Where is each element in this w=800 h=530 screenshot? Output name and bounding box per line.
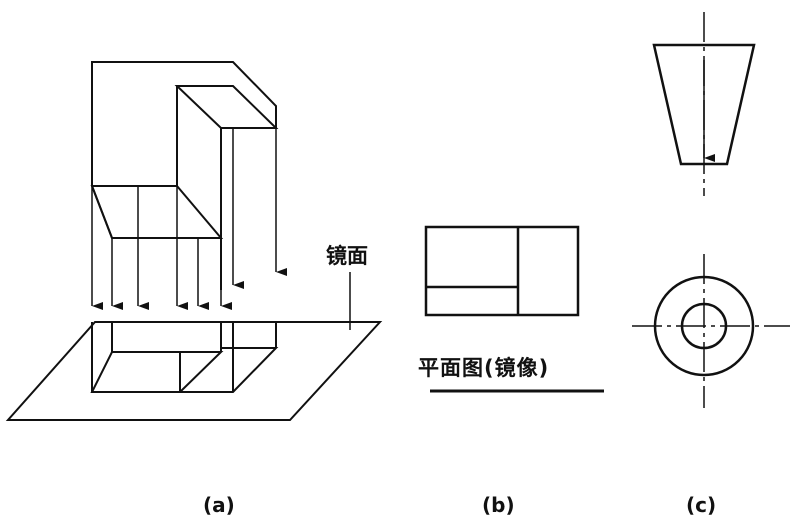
mirror-plane <box>5 321 383 421</box>
object-front-plate <box>174 85 279 129</box>
object-back-plate <box>91 61 277 186</box>
caption-c: (c) <box>686 493 717 517</box>
object-middle-plate <box>90 185 224 239</box>
frustum-front-view <box>652 43 756 166</box>
caption-b: (b) <box>482 493 515 517</box>
projection-rays <box>91 128 287 310</box>
figure-b-plan-view <box>424 225 604 393</box>
caption-a: (a) <box>203 493 235 517</box>
mirror-image-outline <box>90 322 279 393</box>
mirror-label: 镜面 <box>326 244 368 268</box>
plan-view-title: 平面图(镜像) <box>418 356 550 380</box>
figure-c-cone-views <box>632 12 790 408</box>
plan-outline <box>424 225 580 317</box>
figure-a-mirror-projection <box>5 61 383 421</box>
